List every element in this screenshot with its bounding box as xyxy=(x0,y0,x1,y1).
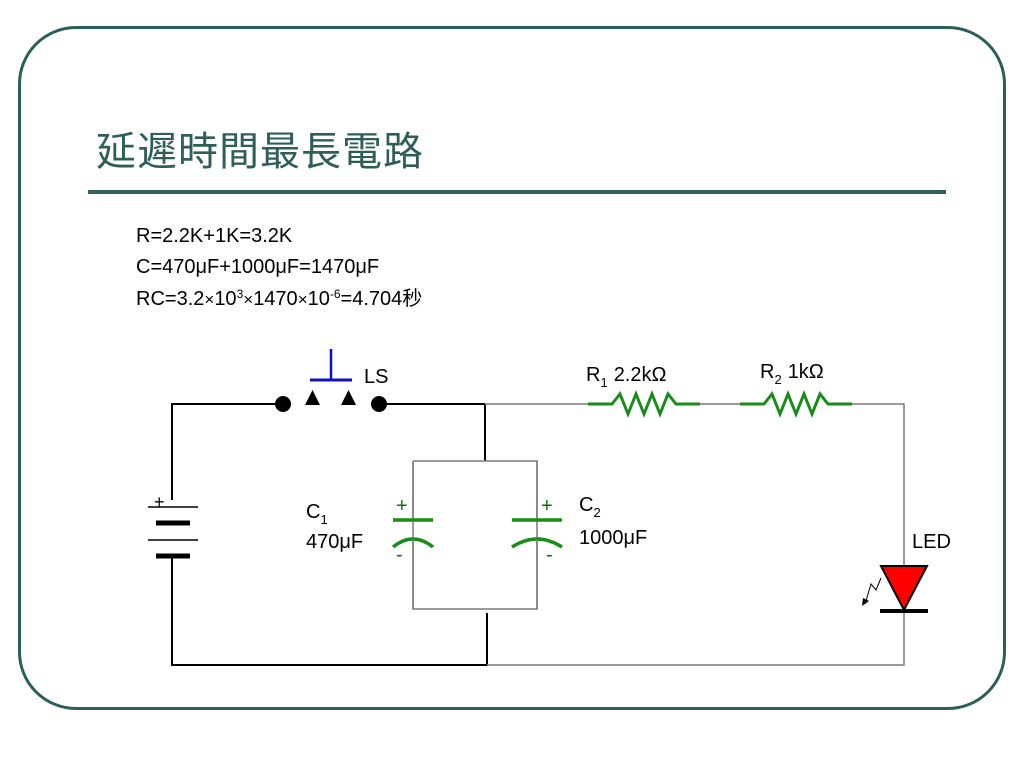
led-triangle xyxy=(879,565,929,613)
tc-base-2: 10 xyxy=(307,288,330,310)
wire-battery-bottom xyxy=(171,557,487,666)
resistor-r1-label: R1 2.2kΩ xyxy=(586,364,666,390)
capacitor-c1: + - C1 470μF xyxy=(306,495,435,609)
c1-value: 470μF xyxy=(306,531,363,553)
c2-name: C xyxy=(579,494,593,516)
tc-exponent-1: 3 xyxy=(236,287,244,301)
r2-value: 1kΩ xyxy=(788,361,824,383)
wire-r2-to-led xyxy=(852,403,905,566)
led-label: LED xyxy=(912,531,951,553)
wire-cap-box xyxy=(412,460,538,610)
tc-times-1: × xyxy=(204,290,215,309)
c2-minus-label: - xyxy=(546,544,553,566)
tc-result: =4.704 xyxy=(340,288,403,310)
c1-label: C1 xyxy=(306,501,328,527)
wire-battery-top xyxy=(171,403,283,500)
tc-times-3: × xyxy=(297,290,308,309)
c1-subscript: 1 xyxy=(320,512,327,527)
switch-ls: LS xyxy=(275,349,388,412)
tc-prefix: RC=3.2 xyxy=(136,288,205,310)
resistor-r2-label: R2 1kΩ xyxy=(760,361,824,387)
c2-value: 1000μF xyxy=(579,527,647,549)
c1-plus-label: + xyxy=(396,495,408,517)
resistor-r1-zigzag xyxy=(588,389,700,419)
r1-value: 2.2kΩ xyxy=(614,364,667,386)
switch-contact-left xyxy=(305,390,320,405)
c1-name: C xyxy=(306,501,320,523)
resistor-r2-zigzag xyxy=(740,389,852,419)
title-divider xyxy=(88,190,946,194)
resistor-r2: R2 1kΩ xyxy=(740,361,852,419)
led-light-arrowhead xyxy=(862,598,869,606)
c1-minus-label: - xyxy=(396,544,403,566)
formula-resistance: R=2.2K+1K=3.2K xyxy=(136,225,293,247)
r2-name: R xyxy=(760,361,774,383)
c2-plus-label: + xyxy=(541,495,553,517)
c2-subscript: 2 xyxy=(593,505,600,520)
battery-plus-label: + xyxy=(154,492,165,512)
tc-value-2: 1470 xyxy=(253,288,298,310)
led: LED xyxy=(862,531,951,613)
wires xyxy=(171,403,488,666)
wire-led-to-ground xyxy=(487,611,905,666)
tc-unit: 秒 xyxy=(402,286,423,310)
slide-frame xyxy=(18,26,1006,710)
switch-label: LS xyxy=(364,366,388,388)
r2-subscript: 2 xyxy=(774,372,781,387)
resistor-r1: R1 2.2kΩ xyxy=(586,364,700,419)
led-light-arrow xyxy=(864,577,882,605)
tc-base-1: 10 xyxy=(214,288,237,310)
formula-capacitance: C=470μF+1000μF=1470μF xyxy=(136,256,380,278)
switch-contact-right xyxy=(341,390,356,405)
slide-title: 延遲時間最長電路 xyxy=(96,129,424,175)
r1-subscript: 1 xyxy=(600,375,607,390)
r1-name: R xyxy=(586,364,600,386)
capacitor-c2: + - C2 1000μF xyxy=(511,494,647,609)
tc-times-2: × xyxy=(243,290,254,309)
switch-terminal-left xyxy=(275,396,291,412)
c2-label: C2 xyxy=(579,494,601,520)
formula-time-constant: RC=3.2×103×1470×10-6=4.704秒 xyxy=(136,286,422,312)
tc-exponent-2: -6 xyxy=(329,287,341,301)
switch-terminal-right xyxy=(371,396,387,412)
battery: + xyxy=(148,492,198,559)
